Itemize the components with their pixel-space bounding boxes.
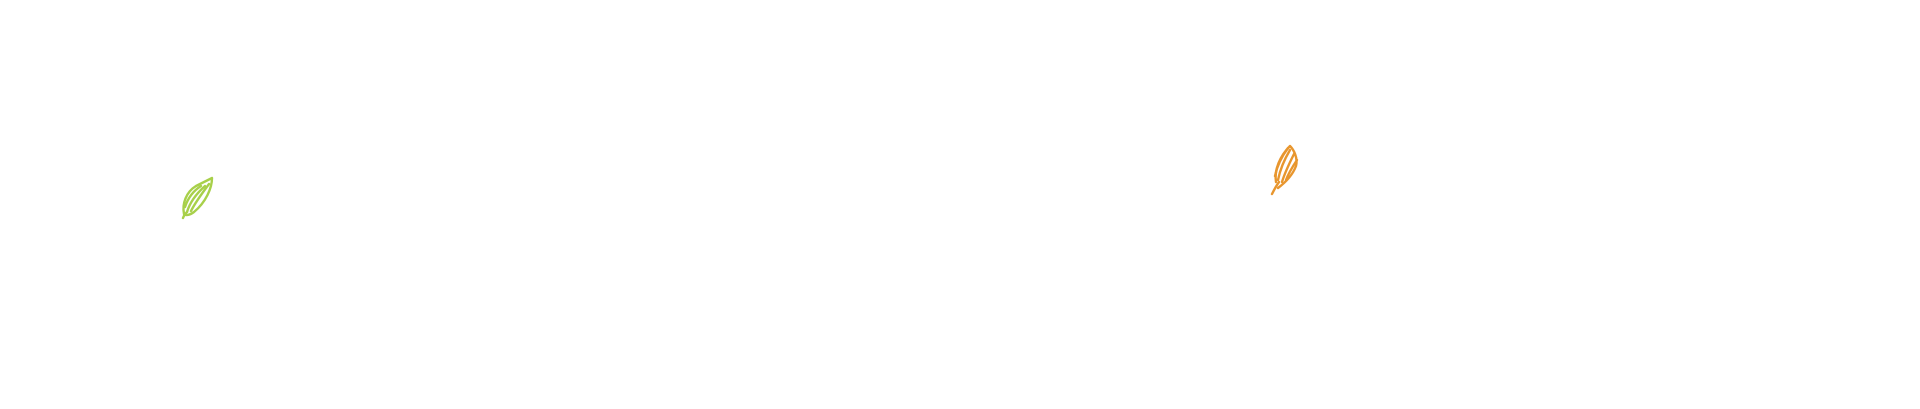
orange-leaf-scribble-icon [1270, 144, 1299, 196]
green-leaf-scribble-icon [181, 176, 214, 220]
